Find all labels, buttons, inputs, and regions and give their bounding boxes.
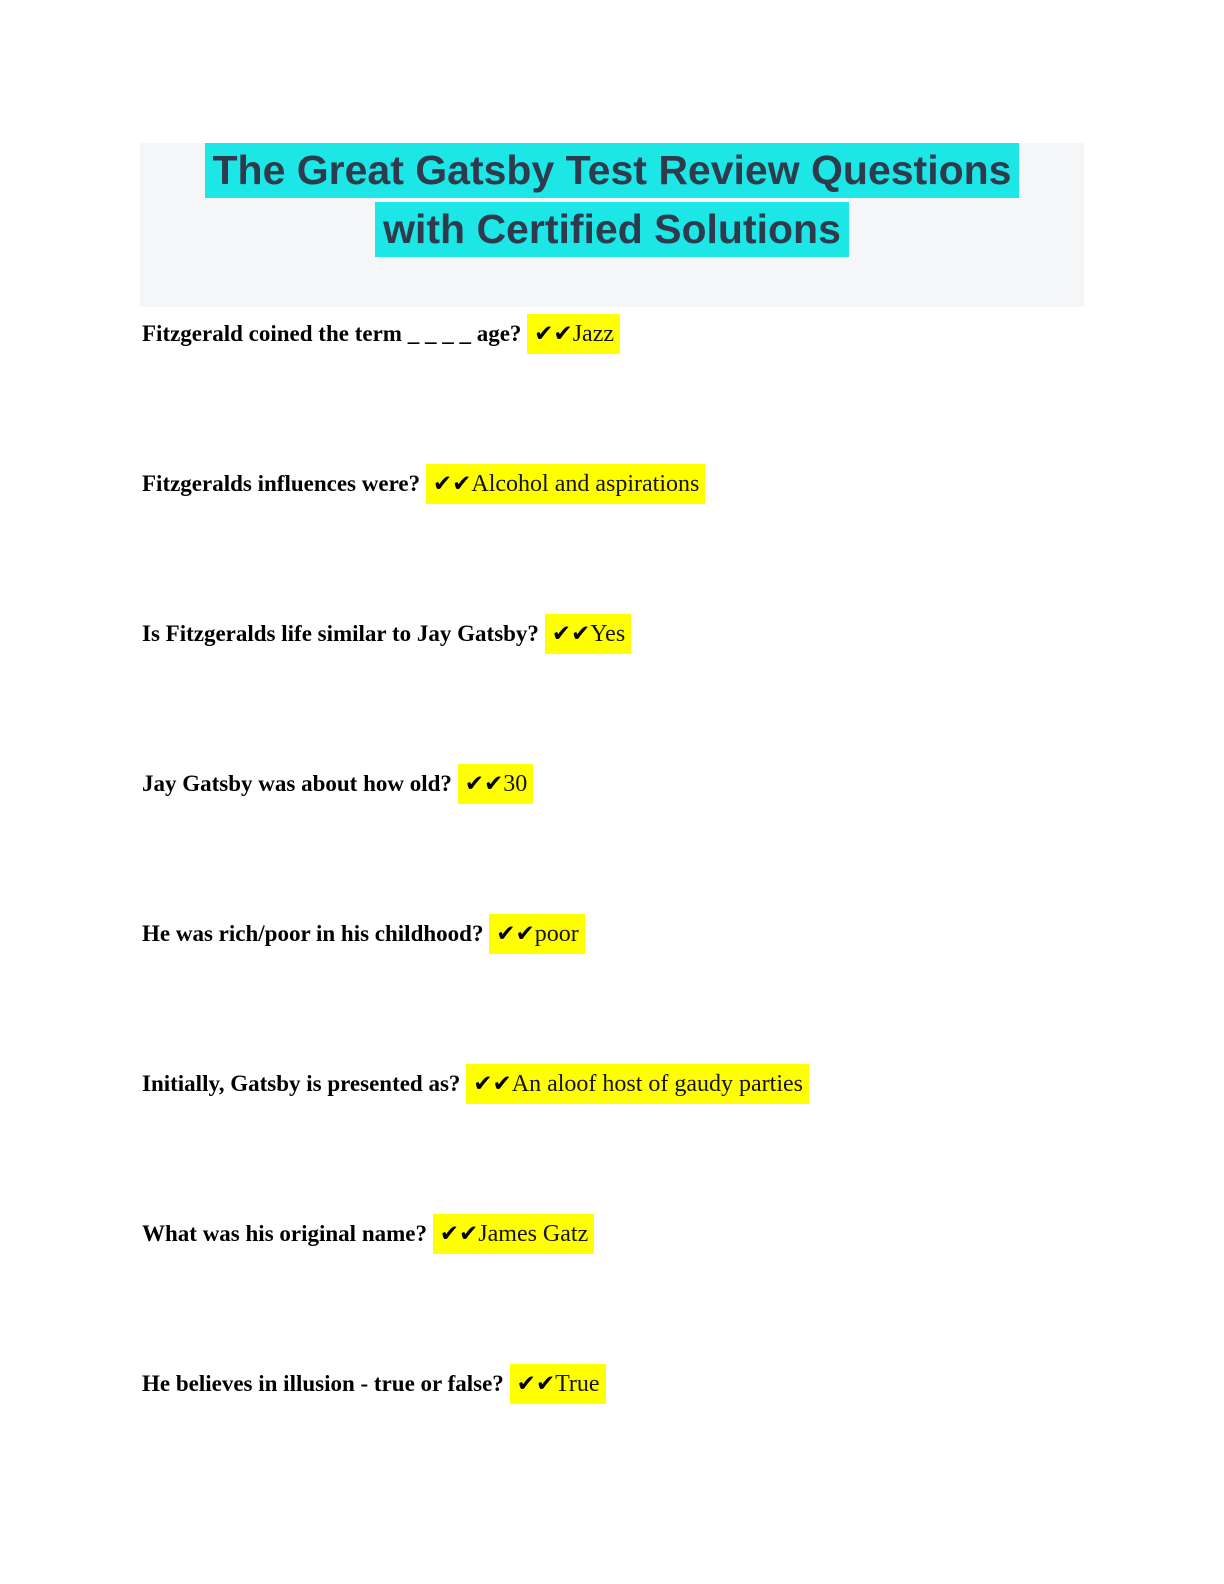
question-text: Initially, Gatsby is presented as? (142, 1071, 467, 1096)
checkmark-icon: ✔✔ (473, 1071, 512, 1097)
answer-highlight: ✔✔An aloof host of gaudy parties (466, 1064, 810, 1104)
document-title-line2: with Certified Solutions (375, 202, 849, 257)
qa-item: He was rich/poor in his childhood? ✔✔poo… (142, 914, 1162, 1064)
question-text: He was rich/poor in his childhood? (142, 921, 490, 946)
qa-list: Fitzgerald coined the term _ _ _ _ age? … (142, 314, 1162, 1514)
answer-text: poor (534, 921, 579, 947)
answer-text: True (555, 1371, 600, 1397)
title-panel: The Great Gatsby Test Review Questions w… (140, 143, 1084, 307)
answer-highlight: ✔✔Yes (544, 614, 632, 654)
answer-text: Jazz (572, 321, 614, 347)
question-text: Is Fitzgeralds life similar to Jay Gatsb… (142, 621, 545, 646)
question-text: Fitzgerald coined the term _ _ _ _ age? (142, 321, 528, 346)
checkmark-icon: ✔✔ (496, 921, 535, 947)
qa-item: Jay Gatsby was about how old? ✔✔30 (142, 764, 1162, 914)
qa-item: Fitzgeralds influences were? ✔✔Alcohol a… (142, 464, 1162, 614)
question-text: What was his original name? (142, 1221, 433, 1246)
answer-highlight: ✔✔Jazz (527, 314, 620, 354)
checkmark-icon: ✔✔ (439, 1221, 479, 1247)
document-title-continued: with Certified Solutions (140, 202, 1084, 257)
checkmark-icon: ✔✔ (551, 621, 591, 647)
qa-item: Fitzgerald coined the term _ _ _ _ age? … (142, 314, 1162, 464)
qa-item: What was his original name? ✔✔James Gatz (142, 1214, 1162, 1364)
answer-text: Alcohol and aspirations (471, 471, 700, 497)
qa-item: He believes in illusion - true or false?… (142, 1364, 1162, 1514)
question-text: Fitzgeralds influences were? (142, 471, 426, 496)
answer-highlight: ✔✔Alcohol and aspirations (425, 464, 706, 504)
checkmark-icon: ✔✔ (516, 1371, 556, 1397)
qa-item: Initially, Gatsby is presented as? ✔✔An … (142, 1064, 1162, 1214)
question-text: Jay Gatsby was about how old? (142, 771, 458, 796)
answer-highlight: ✔✔poor (489, 914, 585, 954)
answer-text: Yes (590, 621, 626, 647)
question-text: He believes in illusion - true or false? (142, 1371, 510, 1396)
checkmark-icon: ✔✔ (464, 771, 504, 797)
qa-item: Is Fitzgeralds life similar to Jay Gatsb… (142, 614, 1162, 764)
answer-text: James Gatz (478, 1221, 589, 1247)
answer-highlight: ✔✔30 (457, 764, 534, 804)
document-title-line1: The Great Gatsby Test Review Questions (204, 143, 1020, 198)
answer-highlight: ✔✔True (509, 1364, 606, 1404)
answer-text: An aloof host of gaudy parties (511, 1071, 804, 1097)
answer-text: 30 (503, 771, 528, 797)
checkmark-icon: ✔✔ (432, 471, 472, 497)
answer-highlight: ✔✔James Gatz (432, 1214, 595, 1254)
document-title: The Great Gatsby Test Review Questions (140, 143, 1084, 198)
checkmark-icon: ✔✔ (534, 321, 573, 347)
